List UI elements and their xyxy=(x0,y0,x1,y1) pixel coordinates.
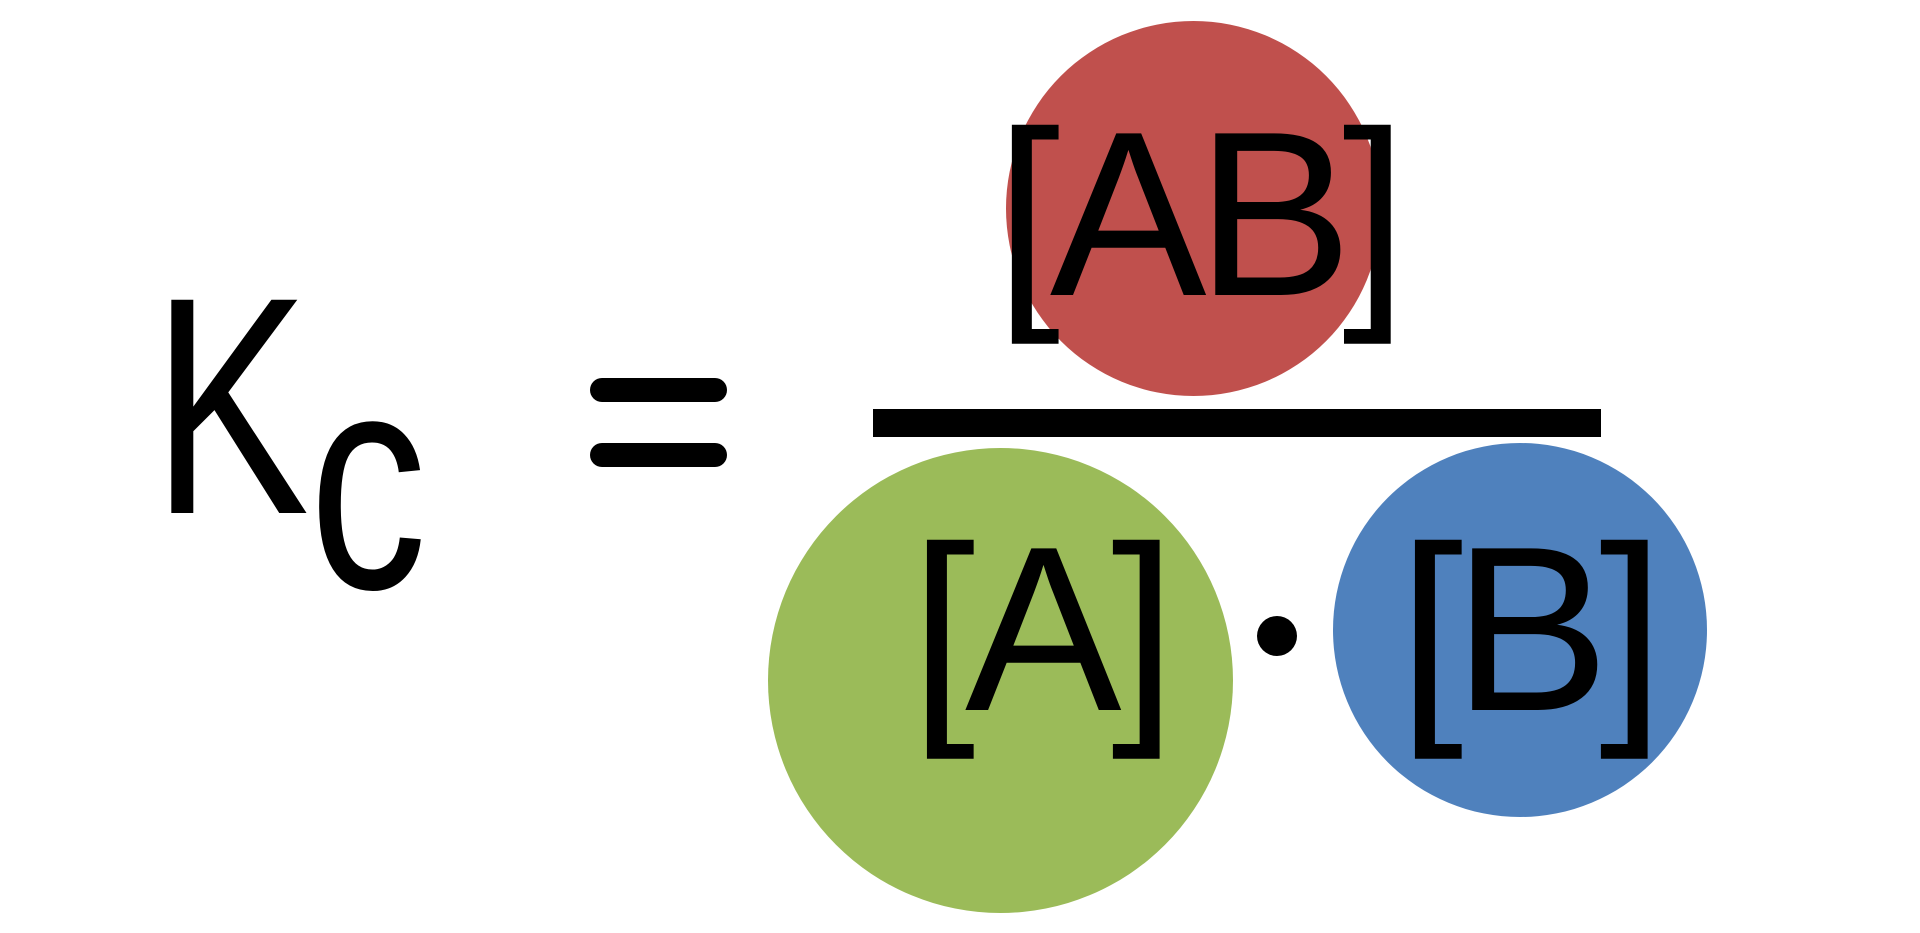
equals-sign xyxy=(590,378,727,467)
c-subscript: c xyxy=(309,307,427,654)
reactant-a-term: [A] xyxy=(910,496,1176,760)
reactant-b-term: [B] xyxy=(1398,496,1664,760)
fraction-bar xyxy=(873,409,1601,437)
product-circle xyxy=(1006,21,1381,396)
multiplication-dot xyxy=(1257,616,1297,656)
numerator-term: [AB] xyxy=(995,81,1407,345)
equilibrium-constant-symbol: Kc xyxy=(152,251,427,636)
reactant-b-circle xyxy=(1333,443,1707,817)
reactant-a-circle xyxy=(768,448,1233,913)
equals-bottom-bar xyxy=(590,443,727,467)
k-letter: K xyxy=(152,232,310,579)
equals-top-bar xyxy=(590,378,727,402)
